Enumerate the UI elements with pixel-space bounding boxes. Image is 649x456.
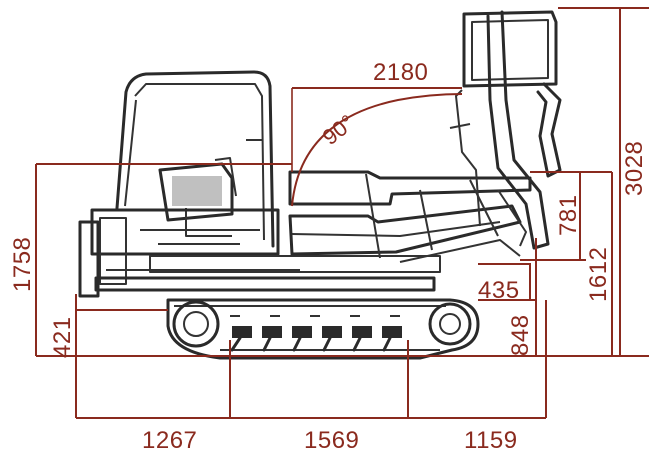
track-length-label: 1569 — [304, 427, 359, 454]
dump-bed-lowered — [288, 170, 532, 263]
bed-depth-label: 781 — [555, 194, 582, 236]
roll-cage — [115, 70, 275, 248]
dump-clearance-line — [478, 263, 531, 300]
bed-height-label: 848 — [507, 314, 534, 356]
engine-body — [78, 208, 441, 298]
machine-drawing — [78, 10, 562, 360]
tilt-angle-arc — [291, 93, 463, 207]
raised-clearance-label: 1612 — [585, 247, 612, 302]
ground-clearance-label: 421 — [49, 316, 76, 358]
dump-clearance-label: 435 — [478, 277, 520, 304]
max-height-label: 3028 — [621, 141, 648, 196]
operator-seat — [158, 157, 237, 237]
rear-overhang-label: 1267 — [142, 427, 197, 454]
dimension-lines — [35, 7, 649, 419]
dump-reach-label: 2180 — [373, 59, 428, 86]
front-overhang-label: 1159 — [464, 427, 518, 454]
track-undercarriage — [166, 298, 480, 360]
cab-height-label: 1758 — [9, 237, 36, 292]
